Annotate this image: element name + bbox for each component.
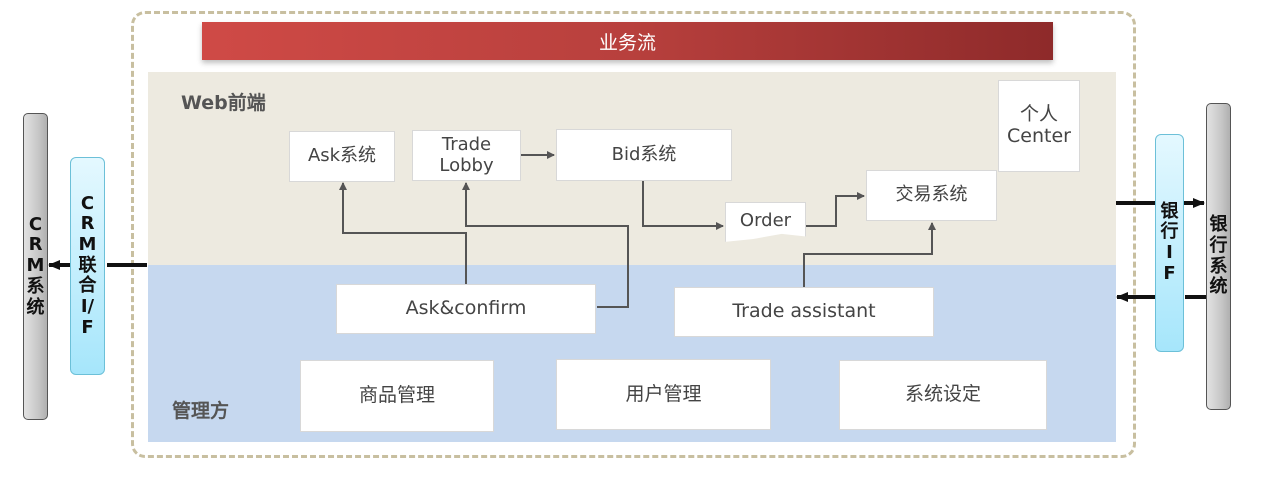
bank-interface-label: 银 行 I F [1160,200,1179,284]
user-management-label: 用户管理 [625,382,702,405]
personal-center-node[interactable]: 个人 Center [998,80,1080,172]
crm-interface-bar: C R M 联 合 I/ F [70,157,105,375]
order-label: Order [739,209,792,231]
product-management-node[interactable]: 商品管理 [300,360,494,432]
business-flow-boundary [131,11,1136,458]
ask-system-node[interactable]: Ask系统 [289,131,395,182]
crm-system-bar: C R M 系 统 [23,113,48,420]
system-settings-label: 系统设定 [904,383,981,406]
trade-lobby-label: Trade Lobby [439,133,494,176]
trade-system-node[interactable]: 交易系统 [866,170,997,221]
ask-system-label: Ask系统 [307,145,377,167]
bank-interface-bar: 银 行 I F [1155,134,1184,352]
trade-assistant-label: Trade assistant [732,300,876,323]
management-label: 管理方 [172,400,230,422]
ask-confirm-label: Ask&confirm [405,297,527,320]
trade-system-label: 交易系统 [895,184,968,206]
crm-interface-label: C R M 联 合 I/ F [78,192,97,338]
ask-confirm-node[interactable]: Ask&confirm [336,284,596,334]
trade-assistant-node[interactable]: Trade assistant [674,287,934,337]
bid-system-label: Bid系统 [611,143,677,165]
business-flow-banner: 业务流 [202,22,1053,60]
crm-system-label: C R M 系 统 [26,213,45,318]
bank-system-bar: 银 行 系 统 [1206,103,1231,410]
bid-system-node[interactable]: Bid系统 [556,129,732,181]
product-management-label: 商品管理 [358,384,435,407]
trade-lobby-node[interactable]: Trade Lobby [412,130,521,181]
personal-center-label: 个人 Center [1007,103,1071,147]
user-management-node[interactable]: 用户管理 [556,359,771,430]
system-settings-node[interactable]: 系统设定 [839,360,1047,430]
web-frontend-label: Web前端 [181,92,266,114]
bank-system-label: 银 行 系 统 [1209,214,1228,298]
banner-title: 业务流 [598,31,656,54]
